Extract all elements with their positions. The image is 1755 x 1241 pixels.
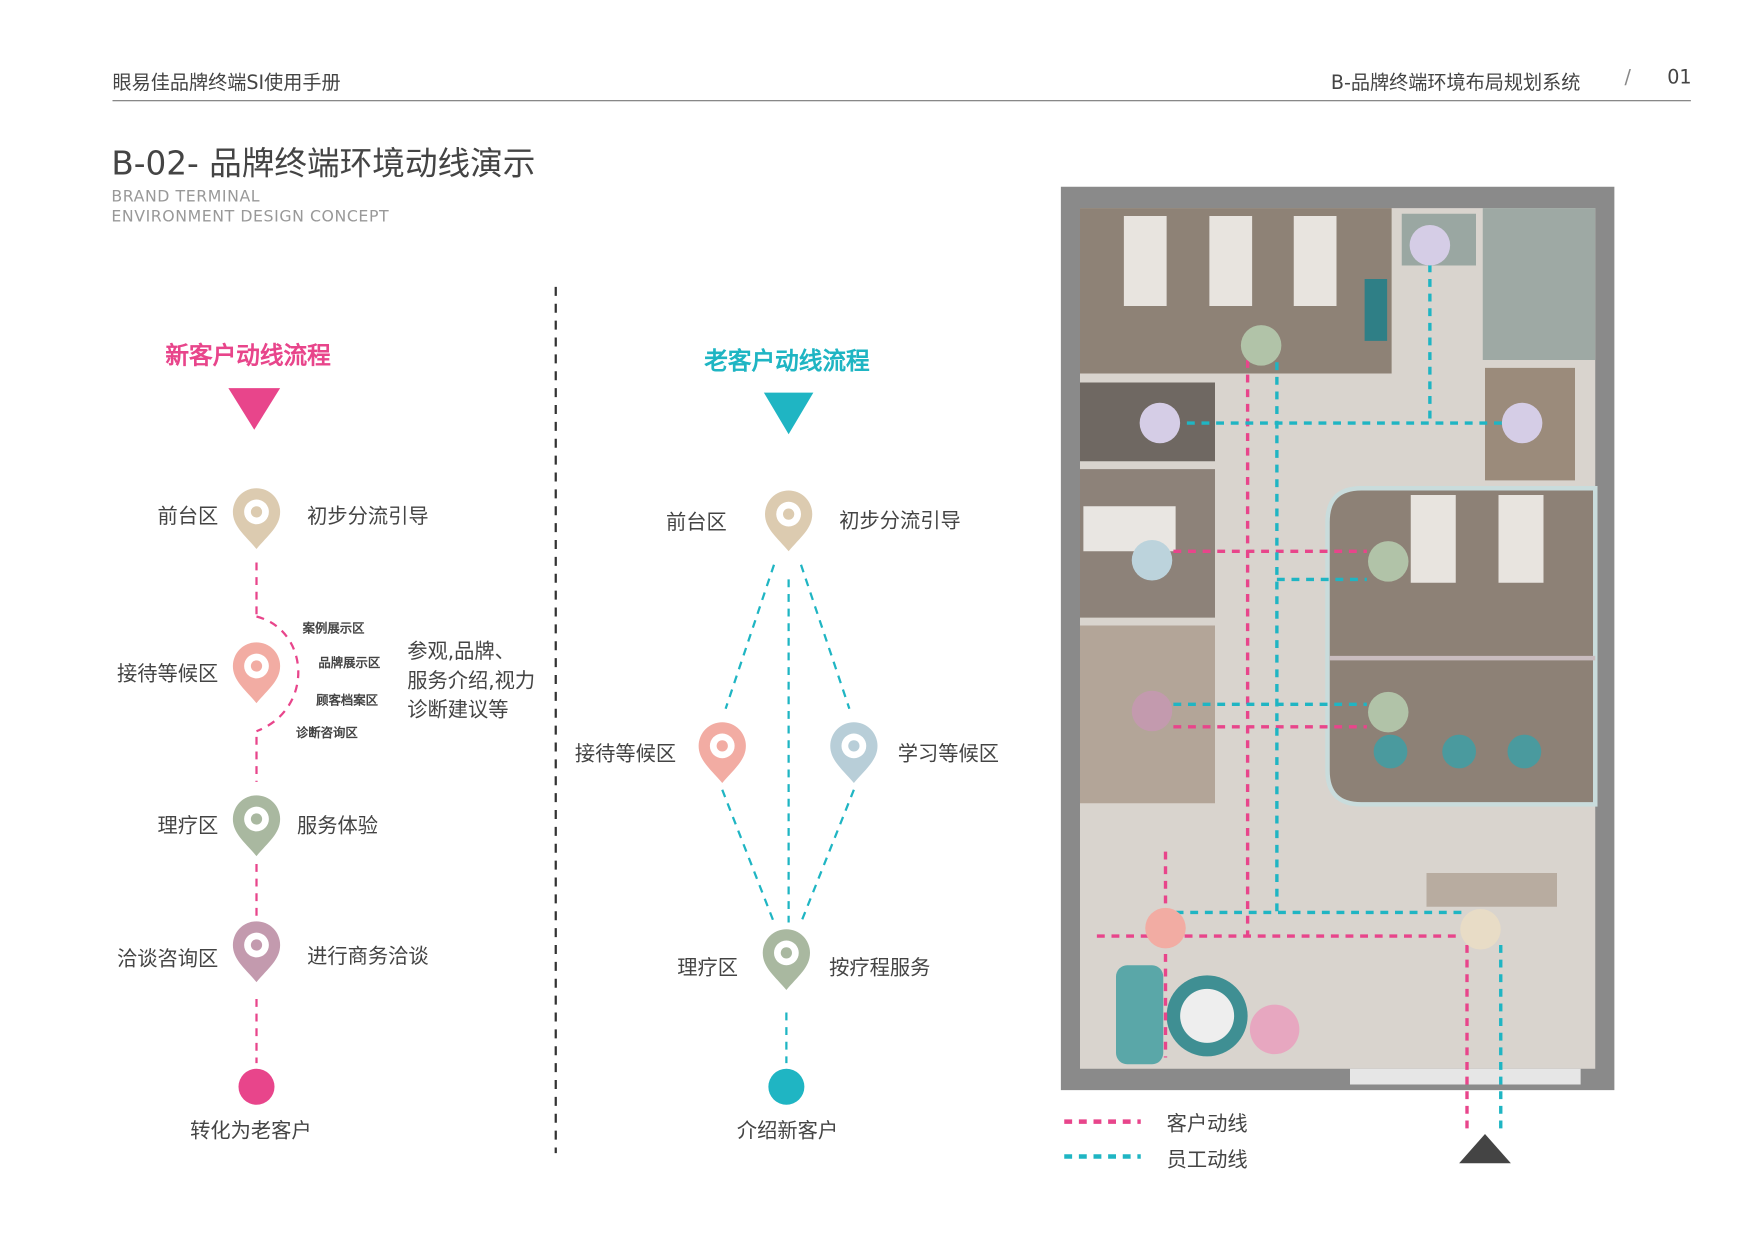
reception-desc-line: 诊断建议等 bbox=[407, 698, 509, 723]
old-flow-arrow-icon bbox=[763, 392, 814, 435]
subtitle-line-1: BRAND TERMINAL bbox=[111, 187, 261, 206]
restroom bbox=[1482, 208, 1596, 360]
old-step-zone: 接待等候区 bbox=[574, 742, 677, 767]
reception-desc: 参观,品牌、 服务介绍,视力 诊断建议等 bbox=[407, 638, 535, 726]
old-step-desc: 初步分流引导 bbox=[839, 509, 961, 534]
new-step-zone: 洽谈咨询区 bbox=[117, 947, 219, 971]
reception-desc-line: 参观,品牌、 bbox=[407, 640, 515, 664]
new-step-desc: 服务体验 bbox=[297, 814, 378, 839]
legend-staff-label: 员工动线 bbox=[1166, 1148, 1248, 1173]
sub-area: 品牌展示区 bbox=[318, 655, 381, 671]
old-flow-heading: 老客户动线流程 bbox=[704, 347, 870, 375]
front-desk bbox=[1426, 873, 1557, 907]
page-number: 01 bbox=[1667, 66, 1692, 89]
old-flow-end-label: 介绍新客户 bbox=[736, 1119, 839, 1143]
old-flow-end-dot bbox=[768, 1068, 805, 1105]
location-pin-icon bbox=[232, 642, 281, 704]
new-flow-arrow-icon bbox=[228, 388, 281, 430]
new-flow-end-dot bbox=[238, 1068, 275, 1105]
manual-title: 眼易佳品牌终端SI使用手册 bbox=[112, 72, 341, 95]
location-pin-icon bbox=[698, 722, 746, 783]
location-pin-icon bbox=[232, 921, 281, 983]
old-step-zone: 学习等候区 bbox=[897, 742, 999, 767]
header-rule bbox=[112, 100, 1691, 102]
sub-area: 诊断咨询区 bbox=[295, 725, 358, 741]
new-step-desc: 初步分流引导 bbox=[307, 505, 429, 529]
new-flow-end-label: 转化为老客户 bbox=[190, 1119, 312, 1143]
page-title: B-02- 品牌终端环境动线演示 bbox=[111, 144, 536, 183]
location-pin-icon bbox=[232, 795, 281, 857]
new-flow-heading: 新客户动线流程 bbox=[165, 342, 331, 369]
location-pin-icon bbox=[232, 488, 281, 549]
old-step-zone: 前台区 bbox=[666, 510, 727, 535]
header-separator: / bbox=[1624, 66, 1631, 89]
floor-plan bbox=[1060, 186, 1615, 1131]
new-step-zone: 理疗区 bbox=[157, 814, 219, 839]
sub-area: 顾客档案区 bbox=[316, 693, 378, 708]
old-step-zone: 理疗区 bbox=[677, 956, 738, 980]
new-flow-connectors bbox=[255, 562, 300, 1064]
zone-markers bbox=[1131, 225, 1543, 950]
staff-route bbox=[1173, 264, 1506, 1131]
location-pin-icon bbox=[762, 929, 810, 990]
sub-area: 案例展示区 bbox=[302, 621, 365, 636]
new-step-zone: 前台区 bbox=[157, 505, 219, 529]
reception-desc-line: 服务介绍,视力 bbox=[407, 669, 536, 693]
new-step-zone: 接待等候区 bbox=[117, 662, 219, 687]
legend-customer-label: 客户动线 bbox=[1166, 1112, 1248, 1137]
location-pin-icon bbox=[830, 722, 878, 783]
old-flow-connectors bbox=[721, 564, 855, 1064]
section-title: B-品牌终端环境布局规划系统 bbox=[1330, 72, 1581, 95]
location-pin-icon bbox=[765, 490, 813, 552]
new-step-desc: 进行商务洽谈 bbox=[307, 945, 429, 969]
subtitle-line-2: ENVIRONMENT DESIGN CONCEPT bbox=[111, 208, 390, 227]
old-step-desc: 按疗程服务 bbox=[829, 956, 931, 980]
entrance-arrow-icon bbox=[1459, 1134, 1511, 1164]
